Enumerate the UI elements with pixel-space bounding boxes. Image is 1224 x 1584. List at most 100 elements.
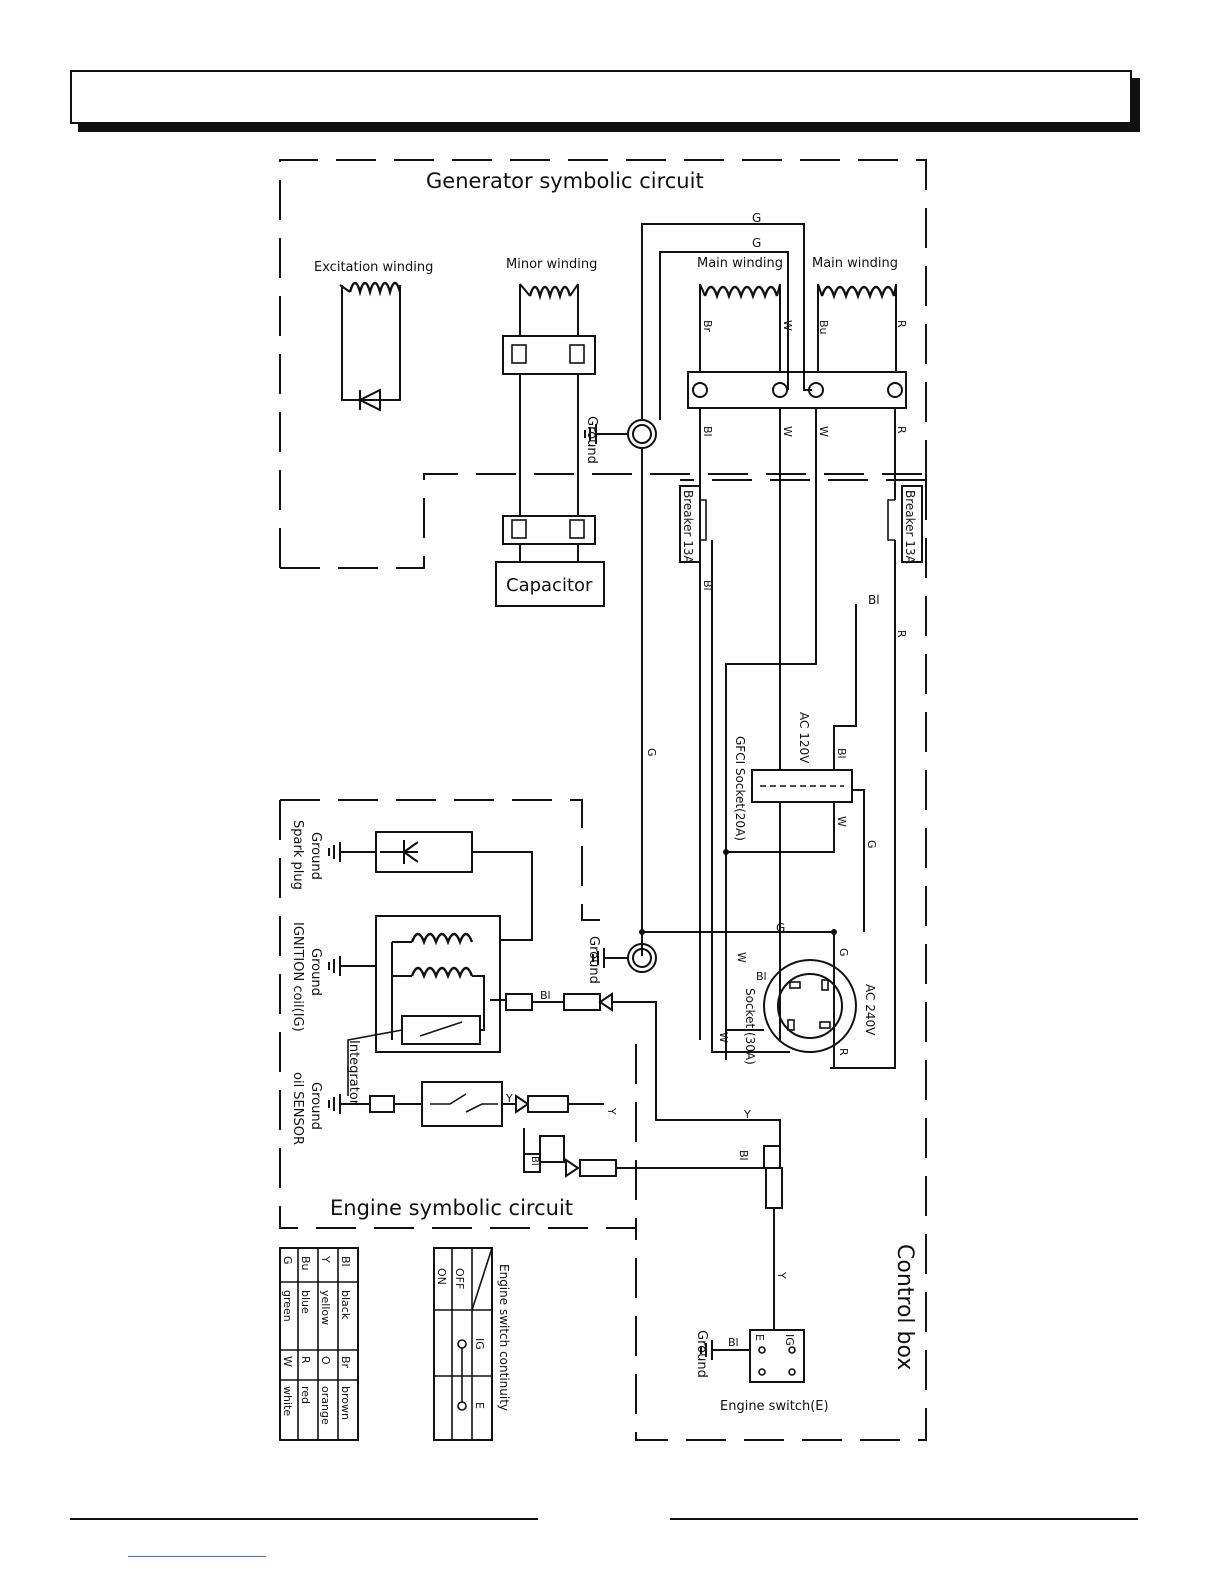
ground-wires-top: G G xyxy=(641,211,812,420)
footer-link-line xyxy=(128,1556,266,1557)
ground-label-3: Ground xyxy=(308,832,323,880)
wire-bl-5: Bl xyxy=(756,970,767,983)
wire-bl-4: Bl xyxy=(835,748,848,759)
main-output-wires: Br W Bu R Bl W W R Bl R G xyxy=(641,320,908,1069)
ignition-coil-label: IGNITION coil(IG) xyxy=(290,922,305,1032)
legend-code2-2: O xyxy=(319,1356,332,1365)
wire-y-3: Y xyxy=(605,1107,618,1115)
excitation-winding xyxy=(339,281,402,412)
wire-bl-9: Bl xyxy=(728,1336,739,1349)
legend-name2-3: red xyxy=(299,1386,312,1404)
wire-g-4: G xyxy=(865,840,878,849)
wire-bl-2: Bl xyxy=(701,580,714,591)
spark-plug-label: Spark plug xyxy=(290,820,305,890)
footer-rule-left xyxy=(70,1518,538,1520)
breaker-left: Breaker 13A xyxy=(679,485,707,565)
legend-name2-2: orange xyxy=(319,1386,332,1425)
switch-row-on: ON xyxy=(435,1268,448,1285)
legend-code2-4: W xyxy=(281,1356,294,1367)
legend-name-2: yellow xyxy=(319,1290,332,1325)
switch-continuity-table: Engine switch continuity IG E OFF ON xyxy=(433,1247,511,1441)
engine-switch-label: Engine switch(E) xyxy=(720,1399,829,1414)
wire-r-1: R xyxy=(895,320,908,328)
ground-label-2: Ground xyxy=(586,936,601,984)
switch-col-ig: IG xyxy=(473,1338,486,1350)
ground-ring-bottom: Ground xyxy=(586,936,657,984)
wire-bl-7: Bl xyxy=(529,1156,540,1166)
switch-row-off: OFF xyxy=(453,1268,466,1289)
wire-w-5: W xyxy=(735,952,748,963)
breaker-right-label: Breaker 13A xyxy=(903,490,917,565)
breaker-right: Breaker 13A xyxy=(887,485,923,565)
legend-code2-3: R xyxy=(299,1356,312,1364)
integrator-label: Integrator xyxy=(346,1040,361,1106)
wire-bl-6: Bl xyxy=(540,989,551,1002)
generator-title: Generator symbolic circuit xyxy=(426,169,704,193)
ignition-coil: Ground IGNITION coil(IG) Integrator xyxy=(290,915,506,1106)
legend-code-4: G xyxy=(281,1256,294,1265)
switch-e: E xyxy=(753,1334,766,1341)
wire-w-3: W xyxy=(817,426,830,437)
ground-label-1: Ground xyxy=(584,416,599,464)
legend-code-1: Bl xyxy=(339,1256,352,1267)
wire-y-2: Y xyxy=(505,1092,513,1105)
control-box-boundary xyxy=(635,479,927,1441)
spark-plug: Ground Spark plug xyxy=(290,820,533,941)
main-winding-2 xyxy=(817,283,897,374)
breaker-left-label: Breaker 13A xyxy=(681,490,695,565)
wire-r-4: R xyxy=(837,1048,850,1056)
socket30-ac: AC 240V xyxy=(863,984,877,1036)
main2-label: Main winding xyxy=(812,256,898,271)
wire-w-1: W xyxy=(781,320,794,331)
ground-label-5: Ground xyxy=(308,1082,323,1130)
switch-table-title: Engine switch continuity xyxy=(497,1264,511,1411)
legend-name-1: black xyxy=(339,1290,352,1320)
terminal-block xyxy=(687,371,907,409)
ground-ring-top: Ground xyxy=(584,416,657,464)
wire-bu: Bu xyxy=(817,320,830,335)
wire-w-6: W xyxy=(717,1032,730,1043)
wire-w-2: W xyxy=(781,426,794,437)
socket30-label: Socket (30A) xyxy=(743,988,757,1065)
wire-bl-8: Bl xyxy=(737,1150,750,1161)
wire-r-2: R xyxy=(895,426,908,434)
switch-col-e: E xyxy=(473,1402,486,1409)
wire-g-2: G xyxy=(752,236,761,250)
oil-sensor-label: oil SENSOR xyxy=(290,1072,305,1145)
capacitor: Capacitor xyxy=(495,515,605,607)
excitation-label: Excitation winding xyxy=(314,260,433,275)
engine-title: Engine symbolic circuit xyxy=(330,1196,573,1220)
legend-name2-4: white xyxy=(281,1386,294,1416)
socket-30a: G AC 240V Socket (30A) Bl W W G R xyxy=(639,849,877,1068)
legend-code-3: Bu xyxy=(299,1256,312,1271)
wire-br: Br xyxy=(701,320,714,333)
legend-name-3: blue xyxy=(299,1290,312,1314)
minor-winding xyxy=(502,283,596,516)
gfci-line1: AC 120V xyxy=(797,712,811,764)
engine-boundary xyxy=(279,799,637,1229)
legend-name-4: green xyxy=(281,1290,294,1322)
oil-sensor: Ground oil SENSOR Y Y Bl Bl xyxy=(290,1072,780,1178)
minor-label: Minor winding xyxy=(506,257,597,272)
generator-boundary xyxy=(279,159,927,569)
header-bar xyxy=(70,70,1132,124)
wire-g-5: G xyxy=(776,921,785,935)
legend-name2-1: brown xyxy=(339,1386,352,1420)
gfci-line2: GFCI Socket(20A) xyxy=(733,736,747,841)
main-winding-1 xyxy=(699,283,781,374)
main1-label: Main winding xyxy=(697,256,783,271)
wire-y-4: Y xyxy=(775,1271,788,1279)
legend-code-2: Y xyxy=(319,1255,332,1263)
wire-bl-1: Bl xyxy=(701,426,714,437)
wire-r-3: R xyxy=(895,630,908,638)
wire-g-3: G xyxy=(645,748,658,757)
capacitor-label: Capacitor xyxy=(506,575,593,596)
ground-label-6: Ground xyxy=(694,1330,709,1378)
wire-bl-3: Bl xyxy=(868,593,880,607)
wire-y-1: Y xyxy=(743,1108,751,1121)
footer-rule-right xyxy=(670,1518,1138,1520)
switch-ig: IG xyxy=(783,1334,796,1346)
wire-g-6: G xyxy=(837,948,850,957)
ig-connector: Bl Y xyxy=(505,989,781,1168)
